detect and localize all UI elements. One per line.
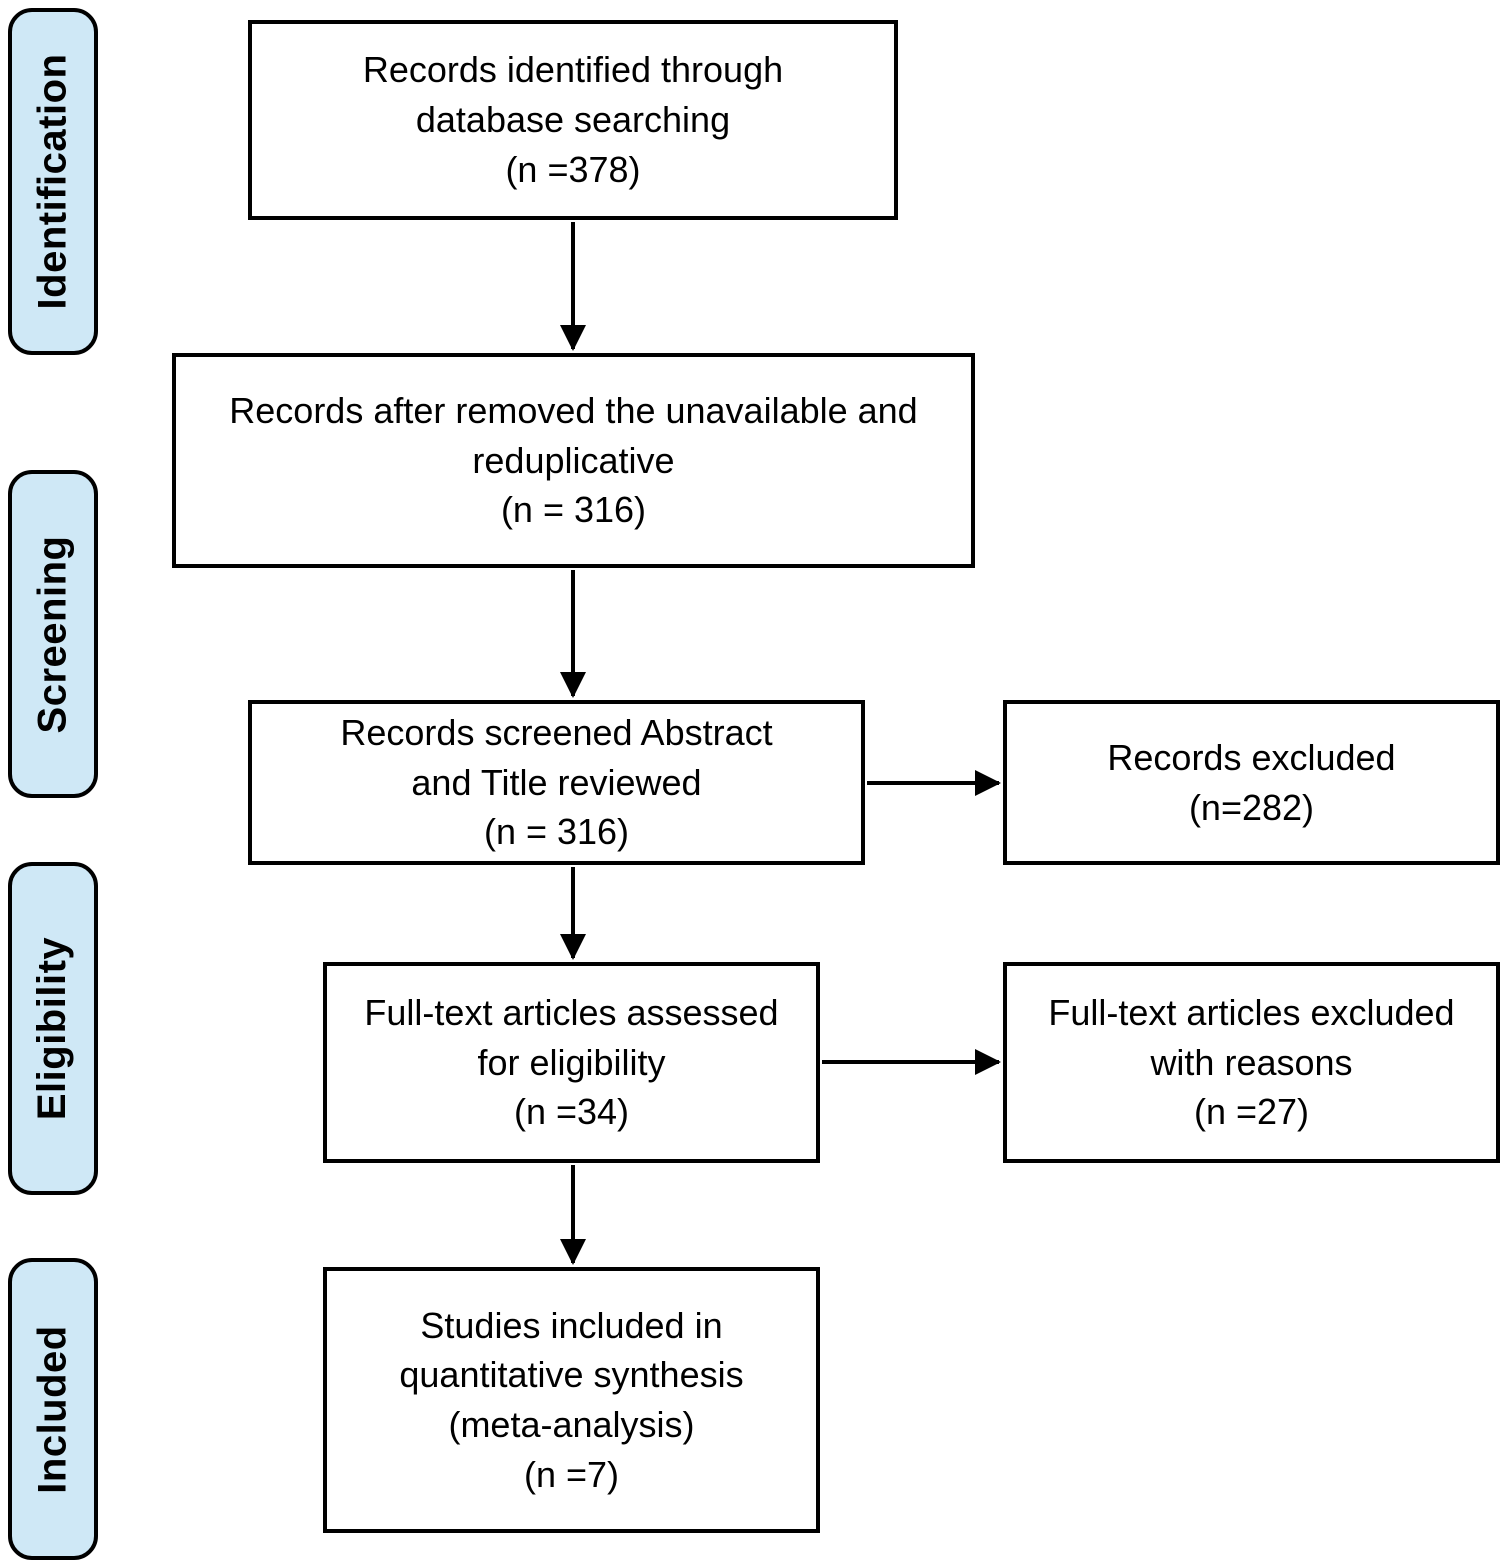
stage-screening: Screening [8,470,98,798]
stage-included-label: Included [30,1324,75,1494]
stage-identification-label: Identification [30,53,75,310]
node-records-screened-text: Records screened Abstract and Title revi… [340,711,773,853]
stage-eligibility-label: Eligibility [30,936,75,1121]
node-records-after-removed-text: Records after removed the unavailable an… [229,389,918,531]
node-studies-included-text: Studies included in quantitative synthes… [399,1304,744,1495]
stage-identification: Identification [8,8,98,355]
node-records-after-removed: Records after removed the unavailable an… [172,353,975,568]
node-fulltext-assessed: Full-text articles assessed for eligibil… [323,962,820,1163]
stage-included: Included [8,1258,98,1560]
node-fulltext-assessed-text: Full-text articles assessed for eligibil… [364,991,779,1133]
node-studies-included: Studies included in quantitative synthes… [323,1267,820,1533]
node-records-identified-text: Records identified through database sear… [362,49,784,190]
node-records-screened: Records screened Abstract and Title revi… [248,700,865,865]
node-records-excluded-text: Records excluded (n=282) [1107,736,1396,828]
node-fulltext-excluded-text: Full-text articles excluded with reasons… [1048,991,1455,1133]
stage-screening-label: Screening [30,535,75,733]
node-records-identified: Records identified through database sear… [248,20,898,220]
stage-eligibility: Eligibility [8,862,98,1195]
node-fulltext-excluded: Full-text articles excluded with reasons… [1003,962,1500,1163]
node-records-excluded: Records excluded (n=282) [1003,700,1500,865]
